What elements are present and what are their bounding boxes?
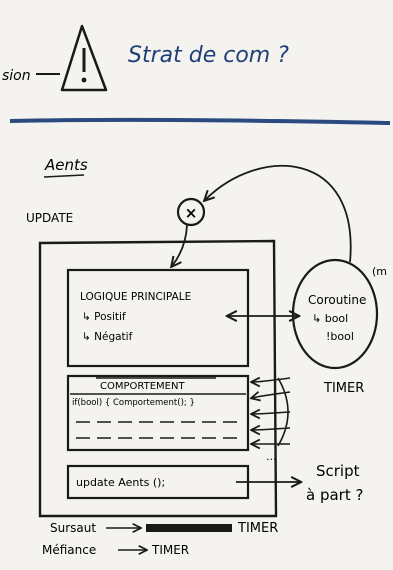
coroutine-loop-arrow [205,164,352,263]
script-note-line2: à part ? [306,486,363,504]
script-note-line1: Script [316,462,360,480]
merge-symbol: × [185,204,198,222]
coroutine-item-bool: ↳ bool [312,312,348,325]
behaviour-title: COMPORTEMENT [100,381,185,392]
main-logic-item-negative: ↳ Négatif [82,331,133,343]
footer-timer-2: TIMER [151,543,189,557]
main-logic-item-positive: ↳ Positif [82,311,126,323]
main-logic-title: LOGIQUE PRINCIPALE [80,291,191,303]
merge-node [176,197,206,227]
ellipsis-note: ... [266,450,277,463]
footer-timer-1: TIMER [237,521,278,536]
behaviour-placeholder-lines [76,421,240,439]
behaviour-code: if(bool) { Comportement(); } [72,398,195,408]
warning-icon [60,24,108,92]
coroutine-node [291,258,379,370]
update-call-text: update Aents (); [76,476,165,489]
page-title: Strat de com ? [128,43,289,68]
diagram-subtitle: Aents [44,156,88,174]
update-frame [38,239,278,518]
footer-mefiance: Méfiance [42,543,96,557]
arrow-to-main-logic [172,224,188,266]
coroutine-item-notbool: !bool [326,330,354,343]
timer-label: TIMER [323,381,364,396]
header-left-fragment: sion [2,68,31,84]
update-label: UPDATE [26,211,73,225]
behaviour-box [66,374,250,452]
footer-strikeout [146,524,232,532]
subtitle-underline [43,174,85,178]
coroutine-label: Coroutine [308,293,366,307]
footer-sursaut: Sursaut [50,521,96,535]
timer-arrows [252,378,291,446]
coroutine-corner-note: (m [372,265,387,278]
title-underline [9,117,391,125]
